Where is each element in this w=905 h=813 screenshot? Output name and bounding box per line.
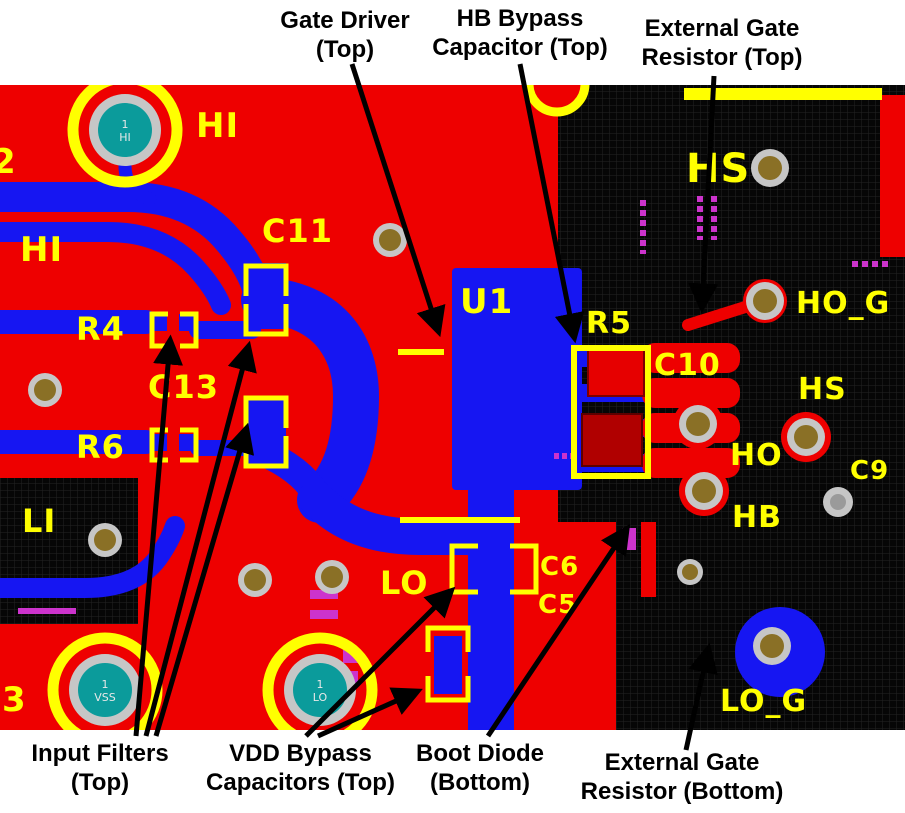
annotation-ext-gate-bottom: External Gate Resistor (Bottom) (572, 748, 792, 806)
test-pad (823, 487, 853, 517)
pad-pin-number: 1 (317, 678, 324, 691)
silkscreen-label-r6: R6 (76, 428, 125, 466)
via (677, 559, 703, 585)
via (751, 149, 789, 187)
silkscreen-outlines (149, 263, 651, 703)
silkscreen-label-lo: LO (380, 564, 429, 602)
annotation-ext-gate-top: External Gate Resistor (Top) (617, 14, 827, 72)
through-hole-pad-vss: 1 VSS (47, 632, 163, 730)
annotation-line: Gate Driver (280, 7, 410, 34)
vias (28, 149, 853, 665)
annotation-line: Boot Diode (416, 740, 544, 767)
annotation-line: Resistor (Bottom) (580, 778, 784, 805)
silkscreen-label-hb: HB (732, 500, 782, 535)
c10-body (581, 413, 643, 467)
pad-net-name: HI (119, 131, 131, 144)
ho-g-trace (682, 297, 764, 331)
c6-outline (449, 543, 478, 595)
pad-net-name: VSS (94, 691, 116, 704)
annotation-line: VDD Bypass (229, 740, 372, 767)
via (88, 523, 122, 557)
c11-outline (243, 304, 289, 337)
silkscreen-label-u1: U1 (460, 282, 514, 322)
silkscreen-label-edge-3: 3 (2, 680, 27, 720)
silkscreen-label-hs-top: HS (686, 146, 751, 192)
annotation-line: Input Filters (31, 740, 169, 767)
annotation-line: Resistor (Top) (641, 44, 803, 71)
annotation-line: External Gate (644, 15, 800, 42)
copper-strip-top-right (880, 95, 905, 257)
silkscreen-label-edge-2: 2 (0, 142, 17, 182)
silkscreen-label-c13: C13 (148, 368, 220, 406)
through-hole-pad-hi: 1 HI (67, 85, 183, 188)
silkscreen-label-hi-top: HI (196, 106, 240, 146)
annotation-line: External Gate (604, 749, 760, 776)
via (753, 627, 791, 665)
silkscreen-label-hi-left: HI (20, 230, 64, 270)
via (746, 282, 784, 320)
silkscreen-label-ho: HO (730, 438, 783, 473)
annotation-line: (Bottom) (430, 769, 530, 796)
silkscreen-label-ho-g: HO_G (796, 286, 891, 321)
annotation-boot-diode: Boot Diode (Bottom) (395, 739, 565, 797)
r4-outline (180, 311, 199, 349)
annotation-line: HB Bypass (456, 5, 584, 32)
annotation-line: (Top) (70, 769, 130, 796)
annotation-vdd-bypass: VDD Bypass Capacitors (Top) (198, 739, 403, 797)
annotation-line: Capacitor (Top) (432, 34, 608, 61)
silkscreen-label-hs-mid: HS (798, 372, 847, 407)
silkscreen-label-c9: C9 (850, 456, 890, 486)
via (315, 560, 349, 594)
via (28, 373, 62, 407)
pad-pin-number: 1 (122, 118, 129, 131)
via (787, 418, 825, 456)
annotation-hb-bypass: HB Bypass Capacitor (Top) (420, 4, 620, 62)
through-hole-pad-top-edge (524, 85, 590, 117)
silkscreen-label-r5: R5 (586, 306, 632, 341)
silkscreen-label-c5: C5 (538, 590, 578, 620)
annotation-gate-driver: Gate Driver (Top) (245, 6, 445, 64)
silkscreen-label-c6: C6 (540, 552, 580, 582)
annotation-line: Capacitors (Top) (206, 769, 395, 796)
silk-bar-top-right (684, 88, 882, 100)
via (685, 472, 723, 510)
pad-net-name: LO (313, 691, 328, 704)
silkscreen-label-lo-g: LO_G (720, 684, 808, 719)
via (679, 405, 717, 443)
pad-pin-number: 1 (102, 678, 109, 691)
r5-body (587, 349, 645, 397)
c10-outline (571, 345, 651, 479)
silkscreen-label-r4: R4 (76, 310, 125, 348)
silkscreen-label-c10: C10 (654, 348, 721, 383)
via (373, 223, 407, 257)
c11-outline (243, 263, 289, 296)
annotation-input-filters: Input Filters (Top) (10, 739, 190, 797)
boot-diode-pad (622, 528, 636, 550)
silkscreen-label-c11: C11 (262, 212, 334, 250)
via (238, 563, 272, 597)
silkscreen-label-li: LI (22, 502, 57, 540)
annotation-line: (Top) (315, 36, 375, 63)
